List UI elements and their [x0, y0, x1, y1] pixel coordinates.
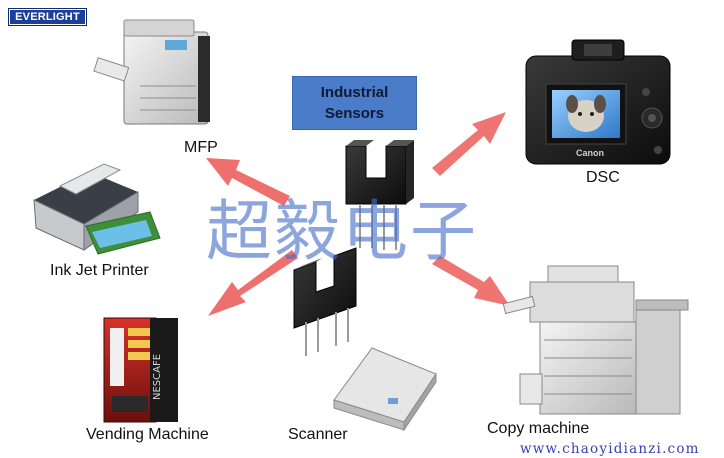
mfp-printer-image — [93, 19, 210, 125]
title-line-1: Industrial — [320, 84, 389, 101]
sensor-component-top — [345, 140, 414, 250]
arrow-to-dsc — [432, 112, 506, 176]
dsc-camera-image: Canon — [525, 39, 671, 165]
arrow-to-copy-machine — [432, 256, 510, 306]
inkjet-printer-image — [33, 163, 161, 255]
label-inkjet-printer: Ink Jet Printer — [50, 262, 149, 279]
title-line-2: Sensors — [324, 105, 385, 122]
label-scanner: Scanner — [288, 426, 348, 443]
footer-url: www.chaoyidianzi.com — [520, 441, 700, 457]
sensor-component-bottom — [293, 247, 357, 356]
svg-text:NESCAFE: NESCAFE — [152, 354, 163, 400]
arrow-to-mfp — [206, 158, 290, 206]
label-copy-machine: Copy machine — [487, 420, 590, 437]
scanner-image — [333, 347, 437, 432]
label-vending-machine: Vending Machine — [86, 426, 209, 443]
industrial-sensors-title-box: Industrial Sensors — [292, 76, 417, 130]
label-dsc: DSC — [586, 169, 620, 186]
arrow-to-vending — [208, 250, 298, 316]
label-mfp: MFP — [184, 139, 218, 156]
copy-machine-image — [502, 265, 689, 415]
vending-machine-image: NESCAFE — [103, 317, 178, 423]
camera-brand-text: Canon — [576, 148, 604, 158]
everlight-logo: EVERLIGHT — [8, 8, 87, 26]
watermark-text: 超毅电子 — [206, 193, 478, 270]
